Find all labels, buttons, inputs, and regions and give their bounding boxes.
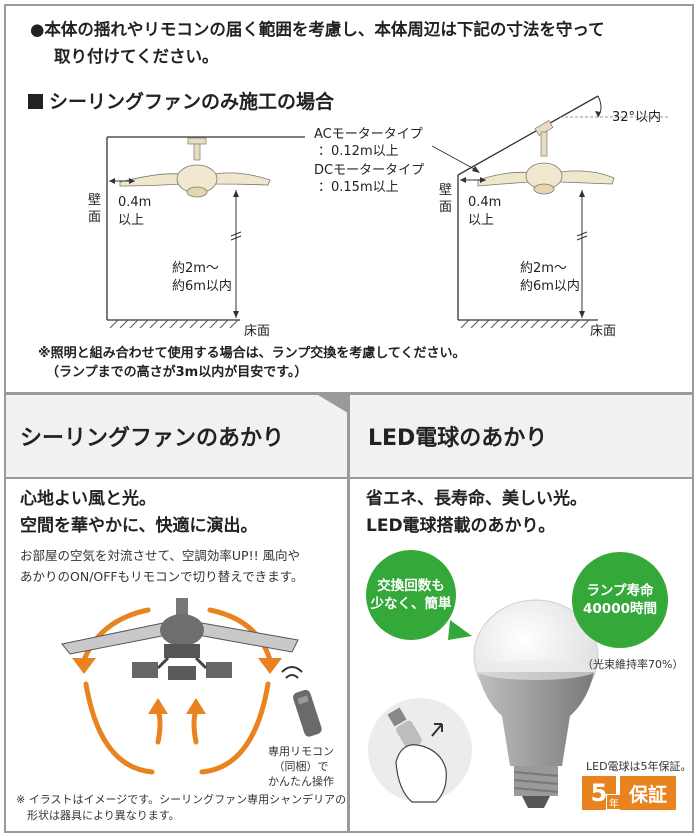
lamp-note: ※照明と組み合わせて使用する場合は、ランプ交換を考慮してください。 （ランプまで… [38, 346, 466, 380]
left-wall-label: 壁面 [88, 193, 102, 225]
warranty-note: LED電球は5年保証。 [586, 760, 692, 773]
panel-divider [347, 393, 350, 833]
warranty-badge: 5 年 保証 [582, 776, 676, 810]
dc-motor-label: DCモータータイプ ：0.15m以上 [314, 163, 425, 195]
right-height-label: 約2m〜 約6m以内 [520, 261, 580, 294]
ceiling-fan-light-header: シーリングファンのあかり [20, 426, 285, 451]
right-wall-label: 壁面 [439, 183, 453, 215]
lumen-maintenance: （光束維持率70%） [582, 658, 684, 671]
install-note-line1: ●本体の揺れやリモコンの届く範囲を考慮し、本体周辺は下記の寸法を守って [30, 20, 605, 39]
right-floor-label: 床面 [590, 324, 617, 339]
left-floor-label: 床面 [244, 324, 271, 339]
install-note: ●本体の揺れやリモコンの届く範囲を考慮し、本体周辺は下記の寸法を守って 取り付け… [30, 16, 605, 70]
left-diagram [106, 136, 305, 329]
left-header-band [6, 395, 347, 477]
led-light-header: LED電球のあかり [368, 426, 548, 451]
section-title: シーリングファンのみ施工の場合 [28, 87, 334, 114]
led-bulb-illustration [368, 599, 599, 808]
left-height-label: 約2m〜 約6m以内 [172, 261, 232, 294]
ac-motor-label: ACモータータイプ ：0.12m以上 [314, 127, 423, 159]
bubble-lamp-life: ランプ寿命 40000時間 [572, 552, 668, 648]
illustration-footnote: ※ イラストはイメージです。シーリングファン専用シャンデリアの 形状は器具により… [16, 793, 347, 822]
led-headline: 省エネ、長寿命、美しい光。 LED電球搭載のあかり。 [366, 489, 587, 536]
corner-tab-icon [318, 395, 348, 413]
square-bullet-icon [28, 94, 43, 109]
bubble-easy-replacement: 交換回数も 少なく、簡単 [366, 550, 456, 640]
fan-headline: 心地よい風と光。 空間を華やかに、快適に演出。 [20, 489, 258, 536]
fan-airflow-illustration [61, 598, 322, 775]
angle-label: 32°以内 [612, 110, 662, 125]
installation-diagram [106, 95, 670, 329]
left-header-separator [6, 477, 347, 479]
right-header-separator [350, 477, 692, 479]
left-wall-distance: 0.4m 以上 [118, 195, 152, 228]
right-wall-distance: 0.4m 以上 [468, 195, 502, 228]
fan-description: お部屋の空気を対流させて、空調効率UP!! 風向や あかりのON/OFFもリモコ… [20, 548, 304, 584]
right-header-band [350, 395, 692, 477]
install-note-line2: 取り付けてください。 [54, 47, 219, 66]
section-title-text: シーリングファンのみ施工の場合 [49, 91, 335, 113]
warranty-text: 保証 [620, 776, 676, 810]
warranty-unit: 年 [606, 794, 622, 810]
remote-caption: 専用リモコン （同梱）で かんたん操作 [268, 745, 334, 788]
right-diagram [431, 95, 670, 329]
